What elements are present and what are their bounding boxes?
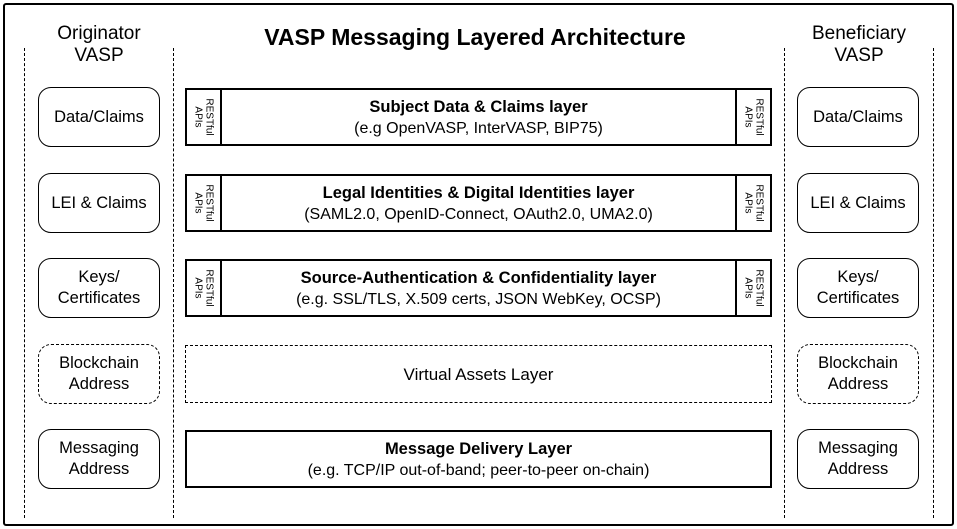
api-label-line-1: RESTful: [753, 269, 765, 307]
api-label-line-1: RESTful: [203, 98, 215, 136]
beneficiary-data-claims-box: Data/Claims: [797, 87, 919, 147]
diagram-title: VASP Messaging Layered Architecture: [264, 24, 686, 50]
originator-blockchain-address-box: Blockchain Address: [38, 344, 160, 404]
box-label-line-1: Messaging: [59, 439, 139, 457]
api-label-line-1: RESTful: [203, 269, 215, 307]
layer-name: Message Delivery Layer: [384, 439, 573, 458]
beneficiary-lei-claims-box: LEI & Claims: [797, 173, 919, 233]
layer-name: Legal Identities & Digital Identities la…: [322, 183, 635, 202]
api-label-line-2: APIs: [742, 277, 754, 299]
beneficiary-messaging-address-box: Messaging Address: [797, 429, 919, 489]
box-label-line-1: Keys/: [837, 268, 879, 286]
box-label-line-1: Keys/: [78, 268, 120, 286]
box-label-line-1: Blockchain: [59, 354, 139, 372]
layer-examples: (e.g OpenVASP, InterVASP, BIP75): [354, 119, 603, 137]
originator-messaging-address-box: Messaging Address: [38, 429, 160, 489]
box-label-line-2: Address: [68, 460, 130, 478]
api-label-line-2: APIs: [742, 106, 754, 128]
box-label-line-2: Certificates: [816, 289, 900, 307]
originator-lei-claims-box: LEI & Claims: [38, 173, 160, 233]
api-label-line-1: RESTful: [753, 184, 765, 222]
box-label-line-1: Blockchain: [818, 354, 898, 372]
beneficiary-right-divider: [933, 48, 934, 518]
api-label-line-2: APIs: [192, 277, 204, 299]
box-label-line-1: Messaging: [818, 439, 898, 457]
layer-examples: (e.g. TCP/IP out-of-band; peer-to-peer o…: [307, 461, 650, 479]
api-label-line-2: APIs: [742, 192, 754, 214]
box-label: LEI & Claims: [51, 193, 147, 212]
beneficiary-title-line-2: VASP: [834, 45, 884, 66]
virtual-assets-layer: Virtual Assets Layer: [185, 345, 772, 403]
originator-keys-certificates-box: Keys/ Certificates: [38, 258, 160, 318]
beneficiary-left-divider: [784, 48, 785, 518]
originator-right-divider: [173, 48, 174, 518]
beneficiary-title-line-1: Beneficiary: [812, 23, 906, 44]
box-label: Data/Claims: [54, 107, 144, 126]
originator-vasp-title: Originator VASP: [28, 23, 170, 67]
originator-left-divider: [24, 48, 25, 518]
box-label: Data/Claims: [813, 107, 903, 126]
beneficiary-keys-certificates-box: Keys/ Certificates: [797, 258, 919, 318]
message-delivery-layer: Message Delivery Layer (e.g. TCP/IP out-…: [185, 430, 772, 488]
originator-title-line-2: VASP: [74, 45, 124, 66]
api-label-line-1: RESTful: [203, 184, 215, 222]
box-label-line-2: Certificates: [57, 289, 141, 307]
box-label-line-2: Address: [827, 375, 889, 393]
beneficiary-vasp-title: Beneficiary VASP: [788, 23, 930, 67]
box-label: LEI & Claims: [810, 193, 906, 212]
box-label-line-2: Address: [68, 375, 130, 393]
api-label-line-2: APIs: [192, 192, 204, 214]
layer-name: Subject Data & Claims layer: [369, 97, 588, 116]
beneficiary-blockchain-address-box: Blockchain Address: [797, 344, 919, 404]
api-label-line-2: APIs: [192, 106, 204, 128]
layer-examples: (e.g. SSL/TLS, X.509 certs, JSON WebKey,…: [296, 290, 661, 308]
api-label-line-1: RESTful: [753, 98, 765, 136]
box-label-line-2: Address: [827, 460, 889, 478]
originator-data-claims-box: Data/Claims: [38, 87, 160, 147]
layer-examples: (SAML2.0, OpenID-Connect, OAuth2.0, UMA2…: [304, 205, 653, 223]
originator-title-line-1: Originator: [57, 23, 141, 44]
layer-name: Virtual Assets Layer: [403, 364, 554, 384]
layer-name: Source-Authentication & Confidentiality …: [300, 268, 657, 287]
